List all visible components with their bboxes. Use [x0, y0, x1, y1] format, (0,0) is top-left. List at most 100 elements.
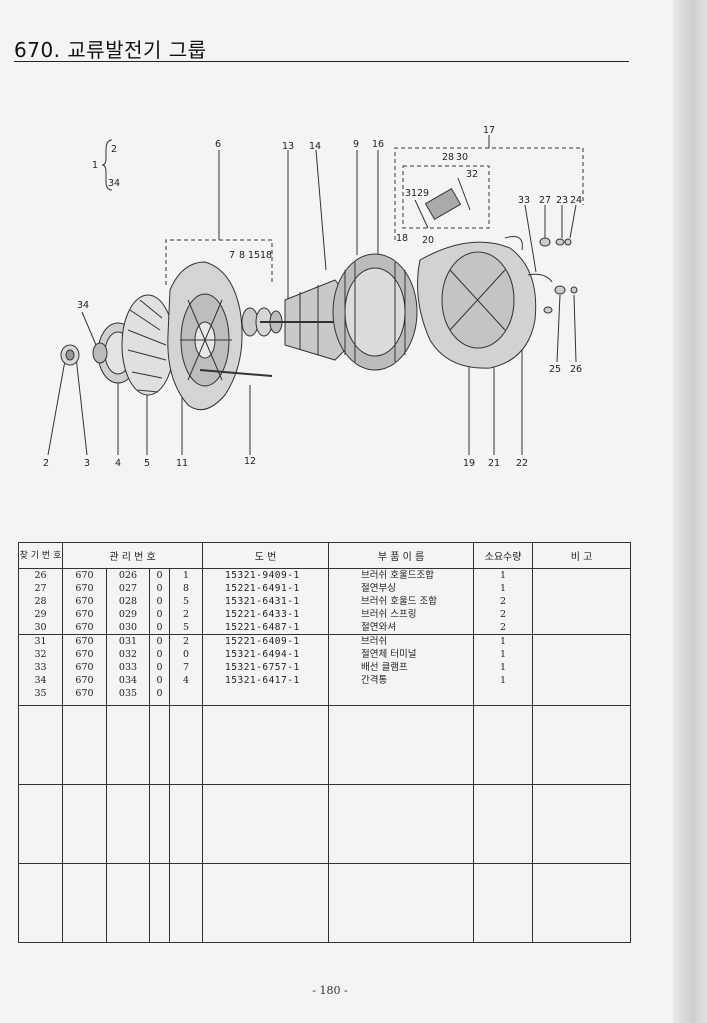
- callout-26: 26: [570, 364, 582, 375]
- callout-34: 34: [77, 300, 89, 311]
- col-serial: 026 027 028 029 030: [107, 569, 149, 634]
- brush-holder: [414, 177, 471, 229]
- cell-part-name: 브러쉬 호울드 조합: [361, 596, 437, 607]
- cell-group: 670: [75, 688, 94, 699]
- callout-24: 24: [570, 195, 582, 206]
- alternator-exploded-diagram: 1 2 34 6 13 14 9 16 17 28 30 32 31 29 33…: [43, 125, 584, 469]
- cell-qty: 1: [500, 649, 507, 660]
- callout-16: 16: [372, 139, 384, 150]
- col-group: 670 670 670 670 670: [63, 569, 106, 634]
- cell-qty: [474, 687, 532, 700]
- cell-serial: 026: [118, 570, 138, 581]
- cell-serial: 031: [118, 636, 138, 647]
- page-title: 670. 교류발전기 그룹: [14, 38, 207, 62]
- header-item-no: 찾 기 번 호: [18, 542, 63, 569]
- parts-table: 찾 기 번 호 관 리 번 호 도 번 부 품 이 름 소요수량 비 고 26 …: [18, 542, 632, 943]
- cell-item-no: 34: [34, 675, 47, 686]
- callout-3: 3: [84, 458, 90, 469]
- cell-drawing-no: 15221-6487-1: [225, 622, 300, 633]
- callout-25: 25: [549, 364, 561, 375]
- col-zero: 0 0 0 0 0: [150, 635, 169, 700]
- header-part-name: 부 품 이 름: [328, 542, 475, 569]
- cell-item-no: 28: [34, 596, 47, 607]
- cell-qty: 1: [500, 636, 507, 647]
- leader-3: [75, 356, 88, 456]
- table-row-group: 26 27 28 29 30 670 670 670 670 670 026 0…: [18, 568, 632, 635]
- cell-drawing-no: 15321-6757-1: [225, 662, 300, 673]
- cell-part-name: 브러쉬 호울드조합: [361, 570, 434, 581]
- cell-group: 670: [75, 570, 94, 581]
- col-check: 2 0 7 4: [170, 635, 202, 700]
- cell-check: [170, 687, 202, 700]
- callout-2-top: 2: [111, 144, 117, 155]
- cell-zero: 0: [156, 649, 163, 660]
- cell-part-name: [329, 687, 473, 700]
- cell-group: 670: [75, 636, 94, 647]
- cell-qty: 1: [500, 583, 507, 594]
- cell-check: 8: [182, 583, 190, 594]
- cell-remarks: [532, 568, 632, 635]
- cell-zero: 0: [156, 622, 163, 633]
- cell-item-no: 35: [34, 688, 47, 699]
- leader-14: [315, 149, 327, 271]
- rear-housing: [417, 236, 537, 369]
- callout-17: 17: [483, 125, 495, 136]
- callout-14: 14: [309, 141, 321, 152]
- cell-drawing-no: 15221-6491-1: [225, 583, 300, 594]
- cell-part-name: 배선 클램프: [361, 662, 408, 673]
- col-zero: 0 0 0 0 0: [150, 569, 169, 634]
- callout-5: 5: [144, 458, 150, 469]
- table-row-group: 31 32 33 34 35 670 670 670 670 670 031 0…: [18, 634, 632, 706]
- col-part-name: 브러쉬 절연체 터미널 배선 클램프 간격통: [329, 635, 473, 700]
- cell-group: 670: [75, 649, 94, 660]
- cell-qty: 1: [500, 675, 507, 686]
- cell-drawing-no: 15321-6417-1: [225, 675, 300, 686]
- cell-zero: 0: [156, 688, 163, 699]
- callout-34-top: 34: [108, 178, 120, 189]
- cell-zero: 0: [156, 583, 163, 594]
- cell-group: 670: [75, 675, 94, 686]
- page-edge: [673, 0, 707, 1023]
- cell-serial: 033: [118, 662, 138, 673]
- cell-group: 670: [75, 662, 94, 673]
- callout-22: 22: [516, 458, 528, 469]
- table-row-empty: [18, 863, 632, 943]
- cell-part-name: 절연부싱: [361, 583, 396, 594]
- leader-26: [573, 294, 577, 363]
- cell-group: 670: [75, 609, 94, 620]
- cell-qty: 1: [500, 662, 507, 673]
- col-serial: 031 032 033 034 035: [107, 635, 149, 700]
- col-qty: 1 1 2 2 2: [474, 569, 532, 634]
- callout-15: 15: [248, 250, 260, 261]
- cell-check: 2: [182, 609, 190, 620]
- cell-drawing-no: 15321-6494-1: [225, 649, 300, 660]
- cell-serial: 032: [118, 649, 138, 660]
- callout-18-right: 18: [396, 233, 408, 244]
- callout-2: 2: [43, 458, 49, 469]
- cell-zero: 0: [156, 675, 163, 686]
- cell-item-no: 32: [34, 649, 47, 660]
- callout-19: 19: [463, 458, 475, 469]
- cell-zero: 0: [156, 662, 163, 673]
- callout-23: 23: [556, 195, 568, 206]
- cell-item-no: 30: [34, 622, 47, 633]
- callout-33: 33: [518, 195, 530, 206]
- leader-24: [569, 204, 577, 239]
- col-group: 670 670 670 670 670: [63, 635, 106, 700]
- cell-part-name: 브러쉬 스프링: [361, 609, 417, 620]
- cell-qty: 2: [500, 609, 507, 620]
- cell-drawing-no: 15321-6431-1: [225, 596, 300, 607]
- cell-serial: 030: [118, 622, 138, 633]
- cell-zero: 0: [156, 636, 163, 647]
- cell-zero: 0: [156, 596, 163, 607]
- cell-serial: 029: [118, 609, 138, 620]
- callout-12: 12: [244, 456, 256, 467]
- col-part-name: 브러쉬 호울드조합 절연부싱 브러쉬 호울드 조합 브러쉬 스프링 절연와셔: [329, 569, 473, 634]
- pulley-nut: [60, 344, 80, 366]
- table-row-empty: [18, 705, 632, 785]
- cell-item-no: 26: [34, 570, 47, 581]
- cell-check: 4: [182, 675, 190, 686]
- leader-34: [81, 311, 97, 346]
- cell-group: 670: [75, 583, 94, 594]
- col-drawing: 15321-9409-1 15221-6491-1 15321-6431-1 1…: [203, 569, 328, 634]
